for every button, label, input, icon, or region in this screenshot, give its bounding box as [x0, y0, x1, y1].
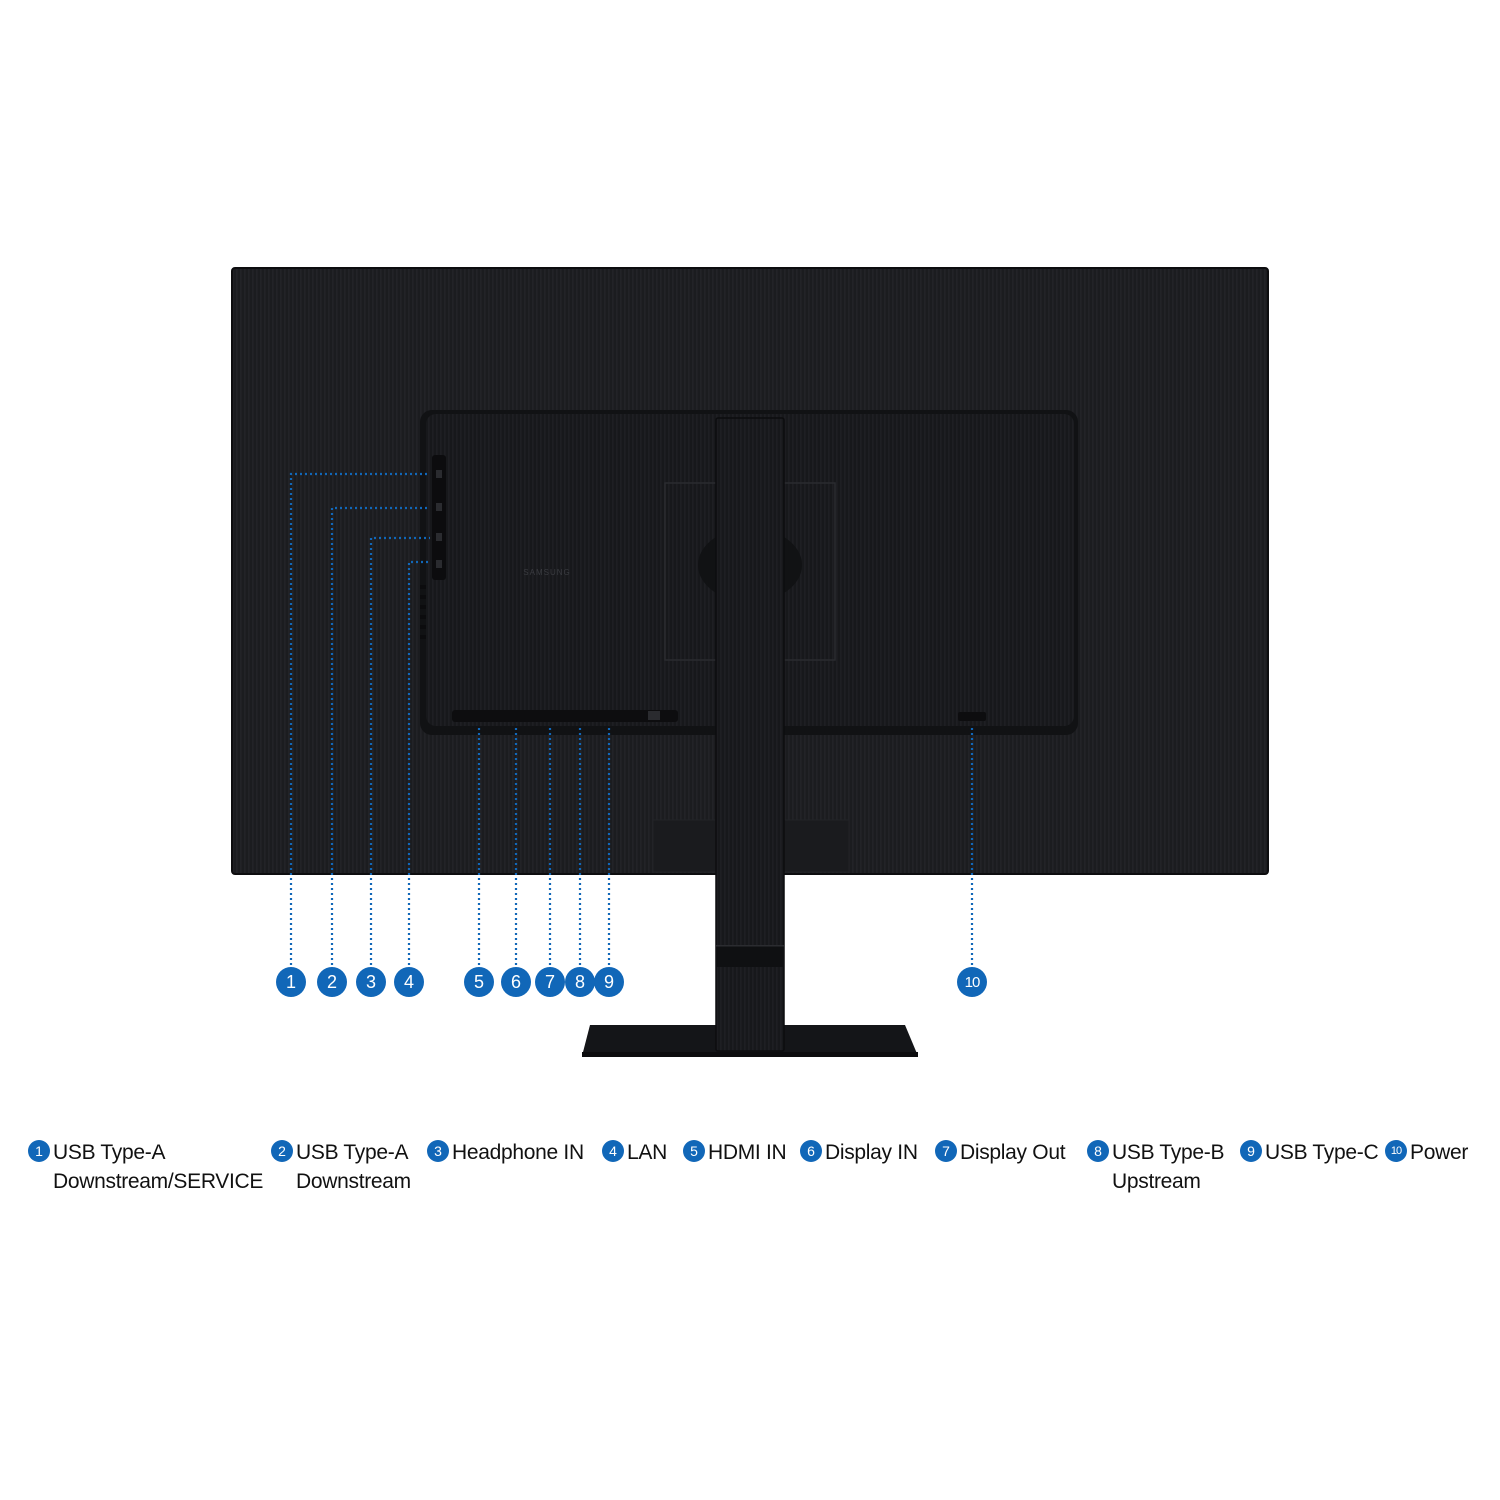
- legend-label: Display Out: [960, 1141, 1066, 1164]
- legend-number-badge: 3: [427, 1140, 449, 1162]
- legend-number-badge: 5: [683, 1140, 705, 1162]
- legend-label: Display IN: [825, 1141, 918, 1164]
- legend-label: Power: [1410, 1141, 1469, 1164]
- leader-line-4: [407, 560, 430, 965]
- monitor-stand: [582, 417, 918, 1057]
- legend-number-badge: 1: [28, 1140, 50, 1162]
- brand-logo: SAMSUNG: [523, 568, 570, 577]
- callout-marker-3: 3: [356, 967, 386, 997]
- legend-number-badge: 6: [800, 1140, 822, 1162]
- legend-number-badge: 4: [602, 1140, 624, 1162]
- callout-marker-7: 7: [535, 967, 565, 997]
- legend-number-badge: 2: [271, 1140, 293, 1162]
- callout-marker-2: 2: [317, 967, 347, 997]
- legend-label: LAN: [627, 1141, 667, 1164]
- legend-number-badge: 7: [935, 1140, 957, 1162]
- legend-number-badge: 10: [1385, 1140, 1407, 1162]
- legend-number-badge: 9: [1240, 1140, 1262, 1162]
- callout-marker-1: 1: [276, 967, 306, 997]
- leader-lines: [289, 472, 974, 965]
- legend-label: Headphone IN: [452, 1141, 584, 1164]
- legend-number-badge: 8: [1087, 1140, 1109, 1162]
- legend-label: HDMI IN: [708, 1141, 787, 1164]
- callout-marker-4: 4: [394, 967, 424, 997]
- callout-marker-10: 10: [957, 967, 987, 997]
- callout-marker-8: 8: [565, 967, 595, 997]
- legend-label: USB Type-A Downstream: [296, 1141, 411, 1193]
- leader-line-1: [289, 472, 430, 965]
- legend-label: USB Type-A Downstream/SERVICE: [53, 1141, 264, 1193]
- callout-marker-5: 5: [464, 967, 494, 997]
- leader-line-3: [369, 536, 430, 965]
- legend-label: USB Type-C: [1265, 1141, 1379, 1164]
- legend-label: USB Type-B Upstream: [1112, 1141, 1225, 1193]
- callout-marker-6: 6: [501, 967, 531, 997]
- leader-line-2: [330, 506, 430, 965]
- callout-marker-9: 9: [594, 967, 624, 997]
